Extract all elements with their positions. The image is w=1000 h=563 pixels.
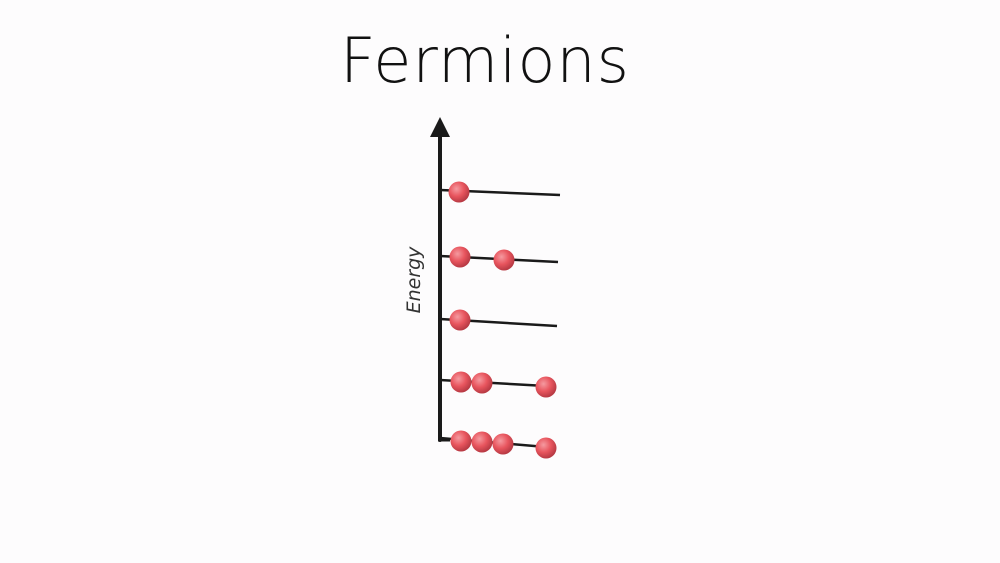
energy-axis-arrowhead xyxy=(430,117,450,137)
fermion-particle xyxy=(449,246,471,268)
fermion-particle xyxy=(492,433,514,455)
page-title: Fermions xyxy=(340,24,630,97)
fermion-particle xyxy=(471,431,493,453)
fermion-particle xyxy=(448,181,470,203)
fermion-particle xyxy=(535,376,557,398)
fermion-particle xyxy=(471,372,493,394)
fermion-particle xyxy=(450,371,472,393)
fermion-particle xyxy=(493,249,515,271)
fermion-particle xyxy=(535,437,557,459)
axis-label-energy: Energy xyxy=(403,246,425,314)
fermion-particle xyxy=(450,430,472,452)
particles xyxy=(448,181,557,459)
fermion-particle xyxy=(449,309,471,331)
